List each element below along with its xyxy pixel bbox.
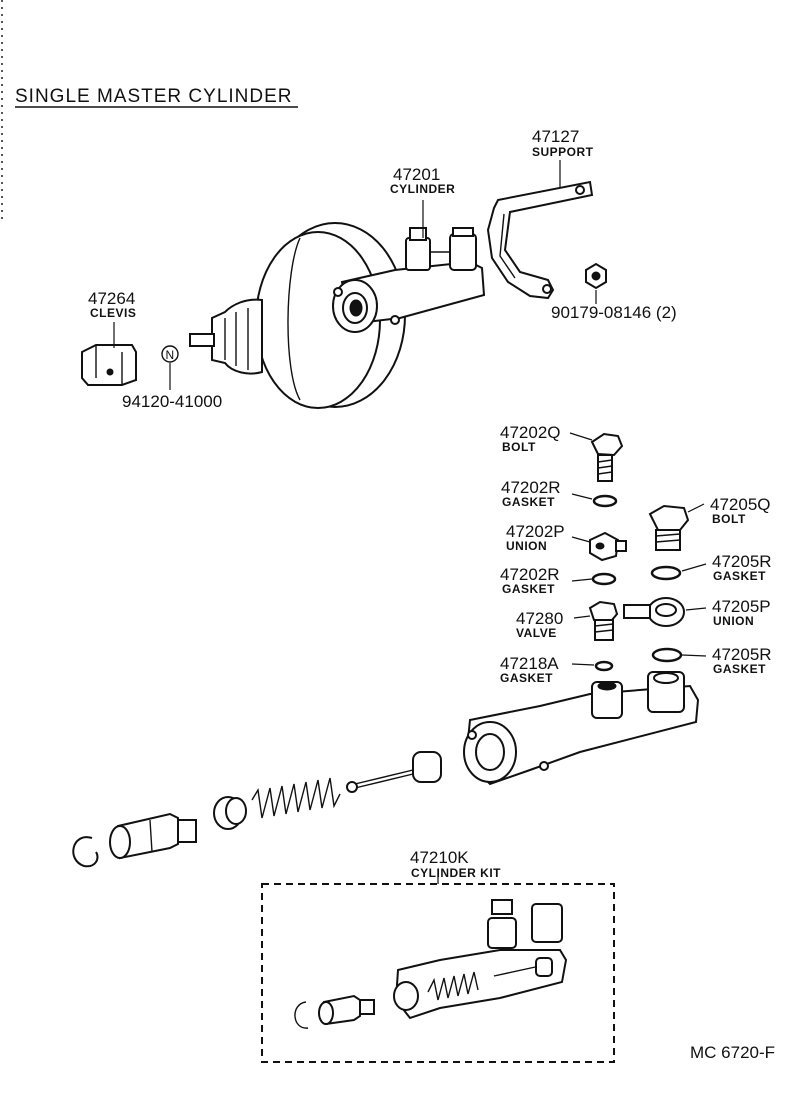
svg-text:UNION: UNION [713,614,754,628]
master-cylinder-body [463,671,700,786]
gasket-47202r-upper [592,494,618,508]
svg-text:GASKET: GASKET [713,662,766,676]
hex-nut [585,262,607,290]
label-47202r-lower: 47202R GASKET [500,565,560,596]
svg-text:GASKET: GASKET [502,495,555,509]
svg-text:GASKET: GASKET [500,671,553,685]
label-47205r-lower: 47205R GASKET [712,645,772,676]
svg-text:47218A: 47218A [500,654,559,673]
svg-text:47202Q: 47202Q [500,423,561,442]
svg-text:47127: 47127 [532,127,579,146]
svg-text:CYLINDER: CYLINDER [390,182,455,196]
svg-text:47202R: 47202R [500,565,560,584]
svg-text:47210K: 47210K [410,848,469,867]
svg-text:94120-41000: 94120-41000 [122,392,222,411]
gasket-47218a [594,660,614,672]
label-47202q: 47202Q BOLT [500,423,561,454]
gasket-47205r-upper [650,565,682,581]
label-47210k: 47210K CYLINDER KIT [410,848,501,880]
label-47205r-upper: 47205R GASKET [712,552,772,583]
svg-text:47205R: 47205R [712,552,772,571]
union-47202p [589,531,627,562]
svg-text:47202R: 47202R [501,478,561,497]
union-47205p [623,597,685,627]
svg-text:VALVE: VALVE [516,626,557,640]
svg-text:90179-08146 (2): 90179-08146 (2) [551,303,677,322]
label-47205p: 47205P UNION [712,597,771,628]
label-47202p: 47202P UNION [506,522,565,553]
booster-assembly [189,222,486,409]
support-bracket [486,180,594,300]
svg-text:47264: 47264 [88,289,135,308]
label-47264: 47264 CLEVIS [88,289,136,320]
svg-text:BOLT: BOLT [502,440,536,454]
gasket-47202r-lower [591,572,617,586]
label-47201: 47201 CYLINDER [390,165,455,196]
gasket-47205r-lower [651,647,683,663]
label-90179-08146: 90179-08146 (2) [551,303,677,322]
svg-text:47205P: 47205P [712,597,771,616]
page-title: SINGLE MASTER CYLINDER [15,86,293,107]
diagram-code: MC 6720-F [690,1043,775,1062]
label-47280: 47280 VALVE [516,609,563,640]
svg-text:GASKET: GASKET [502,582,555,596]
nut-symbol-icon: N [161,345,179,363]
svg-text:47205Q: 47205Q [710,495,771,514]
valve-47280 [588,600,619,641]
snap-ring [72,836,99,868]
svg-text:CLEVIS: CLEVIS [90,306,136,320]
label-94120-41000: 94120-41000 [122,392,222,411]
piston [109,812,197,860]
label-47127: 47127 SUPPORT [532,127,594,159]
label-47202r-upper: 47202R GASKET [501,478,561,509]
svg-text:47202P: 47202P [506,522,565,541]
svg-text:CYLINDER KIT: CYLINDER KIT [411,866,501,880]
bolt-47202q [590,432,624,482]
label-47218a: 47218A GASKET [500,654,559,685]
cylinder-kit-parts [294,899,568,1029]
clevis [81,344,137,386]
svg-text:BOLT: BOLT [712,512,746,526]
svg-text:47280: 47280 [516,609,563,628]
svg-text:N: N [166,348,175,362]
label-47205q: 47205Q BOLT [710,495,771,526]
piston-rod [346,751,442,793]
svg-text:47201: 47201 [393,165,440,184]
leader-lines [113,160,707,884]
svg-text:47205R: 47205R [712,645,772,664]
spring [251,777,341,819]
bolt-47205q [648,504,690,551]
svg-text:UNION: UNION [506,539,547,553]
svg-text:SUPPORT: SUPPORT [532,145,594,159]
svg-text:GASKET: GASKET [713,569,766,583]
cup-seal [213,796,247,830]
